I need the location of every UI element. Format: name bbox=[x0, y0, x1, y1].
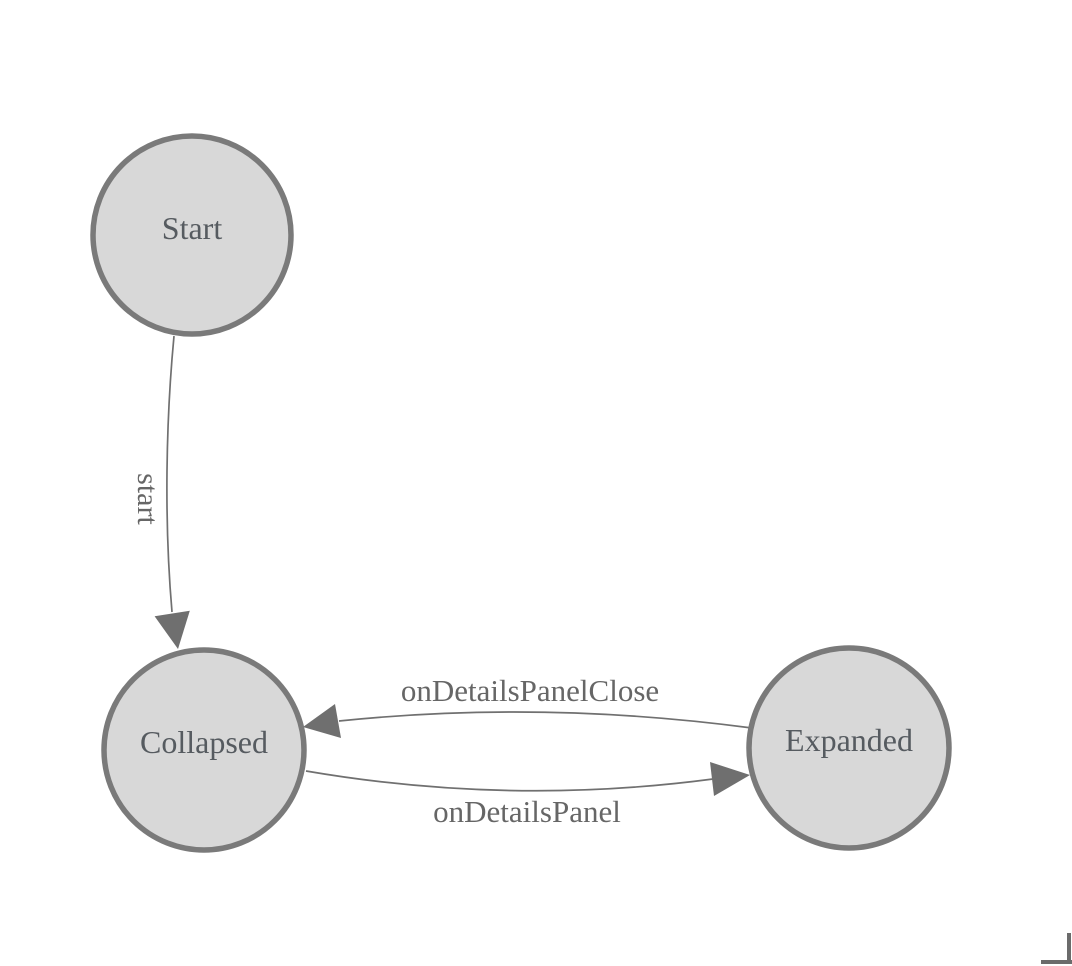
edge-label-ondetailspanelclose: onDetailsPanelClose bbox=[401, 673, 659, 708]
edge-expanded-to-collapsed: onDetailsPanelClose bbox=[303, 673, 753, 738]
canvas-corner-mark bbox=[1041, 933, 1072, 964]
arrowhead-down-icon bbox=[154, 610, 190, 649]
state-label-start: Start bbox=[162, 210, 223, 246]
state-circle-start[interactable] bbox=[90, 133, 294, 337]
corner-mark-vertical bbox=[1067, 933, 1071, 964]
arrowhead-right-icon bbox=[710, 762, 750, 796]
state-label-expanded: Expanded bbox=[785, 722, 913, 758]
state-node-collapsed[interactable]: Collapsed bbox=[101, 647, 307, 853]
edge-label-ondetailspanel: onDetailsPanel bbox=[433, 794, 621, 829]
corner-mark-horizontal bbox=[1041, 960, 1072, 964]
edge-line-start bbox=[166, 335, 175, 613]
arrowhead-left-icon bbox=[303, 704, 341, 738]
state-node-expanded[interactable]: Expanded bbox=[746, 645, 952, 851]
edge-collapsed-to-expanded: onDetailsPanel bbox=[305, 762, 750, 829]
edge-start-to-collapsed: start bbox=[131, 335, 190, 649]
edge-line-ondetailspanelclose bbox=[338, 711, 753, 729]
state-circle-expanded[interactable] bbox=[746, 645, 952, 851]
state-node-start[interactable]: Start bbox=[90, 133, 294, 337]
state-label-collapsed: Collapsed bbox=[140, 724, 268, 760]
state-circle-collapsed[interactable] bbox=[101, 647, 307, 853]
edge-line-ondetailspanel bbox=[305, 770, 714, 792]
edge-label-start: start bbox=[131, 473, 164, 525]
